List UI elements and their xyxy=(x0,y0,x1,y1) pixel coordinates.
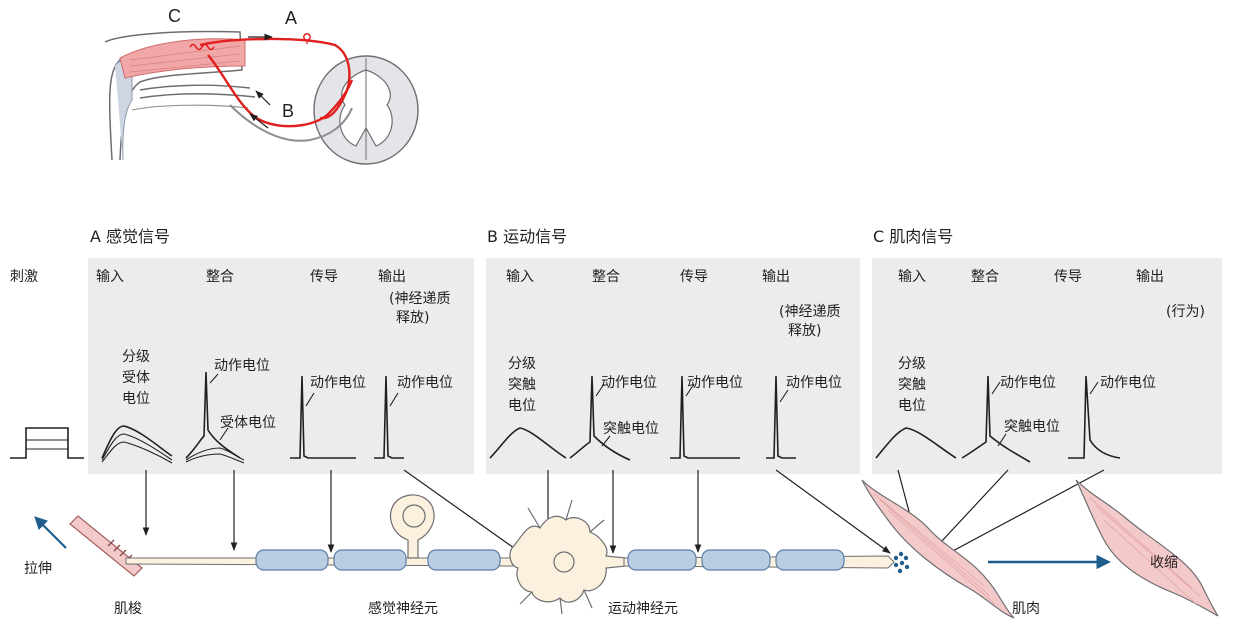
muscle-spindle-label: 肌梭 xyxy=(114,600,142,617)
a-output-label: 输出 xyxy=(378,269,406,285)
b-graded-trace xyxy=(489,427,567,459)
c-action-potential-1: 动作电位 xyxy=(1000,375,1056,391)
a-action-potential-3: 动作电位 xyxy=(397,375,453,391)
b-output-note-1: (神经递质 xyxy=(779,304,840,320)
sensory-pathway xyxy=(199,37,351,120)
c-synaptic-potential: 突触电位 xyxy=(1004,419,1060,435)
contraction-label: 收缩 xyxy=(1150,555,1178,571)
b-synaptic-potential: 突触电位 xyxy=(603,421,659,437)
sensory-cell-body xyxy=(389,494,435,559)
sensory-myelin xyxy=(255,549,501,571)
b-action-potential-1: 动作电位 xyxy=(601,375,657,391)
inset-label-a: A xyxy=(285,8,297,28)
synapse-vesicles-2 xyxy=(893,551,910,574)
b-graded-2: 突触 xyxy=(508,377,536,393)
a-integration-label: 整合 xyxy=(206,269,234,285)
section-title-c: C 肌肉信号 xyxy=(873,227,953,246)
stretch-arrow xyxy=(34,516,67,549)
a-graded-1: 分级 xyxy=(122,349,150,365)
c-action-potential-2: 动作电位 xyxy=(1100,375,1156,391)
a-conduction-label: 传导 xyxy=(310,269,338,285)
a-output-trace xyxy=(374,375,404,459)
a-integration-trace xyxy=(185,371,245,464)
panel-arrows xyxy=(142,469,1105,561)
inset-label-c: C xyxy=(168,6,181,26)
c-conduction-label: 传导 xyxy=(1054,269,1082,285)
c-integration-label: 整合 xyxy=(971,269,999,285)
b-conduction-trace xyxy=(670,375,740,459)
panel-b xyxy=(486,258,860,474)
b-integration-label: 整合 xyxy=(592,269,620,285)
stretch-label: 拉伸 xyxy=(24,561,52,577)
c-graded-3: 电位 xyxy=(898,398,926,414)
motor-pathway xyxy=(207,54,354,128)
a-action-potential-1: 动作电位 xyxy=(214,358,270,374)
sensory-neuron-label: 感觉神经元 xyxy=(368,600,438,617)
inset-label-b: B xyxy=(282,101,294,121)
b-action-potential-3: 动作电位 xyxy=(786,375,842,391)
b-action-potential-2: 动作电位 xyxy=(687,375,743,391)
c-graded-trace xyxy=(875,427,957,459)
c-graded-2: 突触 xyxy=(898,377,926,393)
panel-a xyxy=(88,258,474,474)
c-output-note: (行为) xyxy=(1166,304,1205,320)
a-input-label: 输入 xyxy=(96,269,124,285)
c-graded-1: 分级 xyxy=(898,356,926,372)
b-input-label: 输入 xyxy=(506,269,534,285)
quadriceps-muscle xyxy=(119,38,246,79)
motor-neuron-body xyxy=(509,499,627,615)
b-graded-1: 分级 xyxy=(508,356,536,372)
a-graded-3: 电位 xyxy=(122,391,150,407)
reflex-inset: C A B xyxy=(104,6,419,165)
section-title-b: B 运动信号 xyxy=(487,227,567,246)
c-integration-trace xyxy=(961,375,1031,463)
b-integration-trace xyxy=(569,375,631,461)
section-title-a: A 感觉信号 xyxy=(90,227,170,246)
panel-c xyxy=(872,258,1222,474)
stimulus-label: 刺激 xyxy=(10,268,38,285)
motor-neuron-label: 运动神经元 xyxy=(608,601,678,617)
a-output-note-2: 释放) xyxy=(396,310,429,326)
c-output-trace xyxy=(1068,375,1121,459)
b-conduction-label: 传导 xyxy=(680,269,708,285)
spinal-cord-section xyxy=(313,55,419,165)
a-receptor-potential: 受体电位 xyxy=(220,415,276,431)
a-graded-2: 受体 xyxy=(122,370,150,386)
stimulus-pulse xyxy=(10,427,84,459)
c-output-label: 输出 xyxy=(1136,269,1164,285)
b-output-label: 输出 xyxy=(762,269,790,285)
a-action-potential-2: 动作电位 xyxy=(310,375,366,391)
b-graded-3: 电位 xyxy=(508,398,536,414)
muscle-relaxed xyxy=(861,479,1015,619)
a-graded-trace xyxy=(101,425,173,464)
c-input-label: 输入 xyxy=(898,269,926,285)
muscle-label: 肌肉 xyxy=(1012,601,1040,617)
a-output-note-1: (神经递质 xyxy=(389,291,450,307)
muscle-spindle xyxy=(69,515,143,577)
motor-myelin xyxy=(627,549,845,571)
muscle-contracted xyxy=(1075,479,1219,617)
a-conduction-trace xyxy=(290,375,356,459)
b-output-trace xyxy=(766,375,796,459)
b-output-note-2: 释放) xyxy=(788,323,821,339)
